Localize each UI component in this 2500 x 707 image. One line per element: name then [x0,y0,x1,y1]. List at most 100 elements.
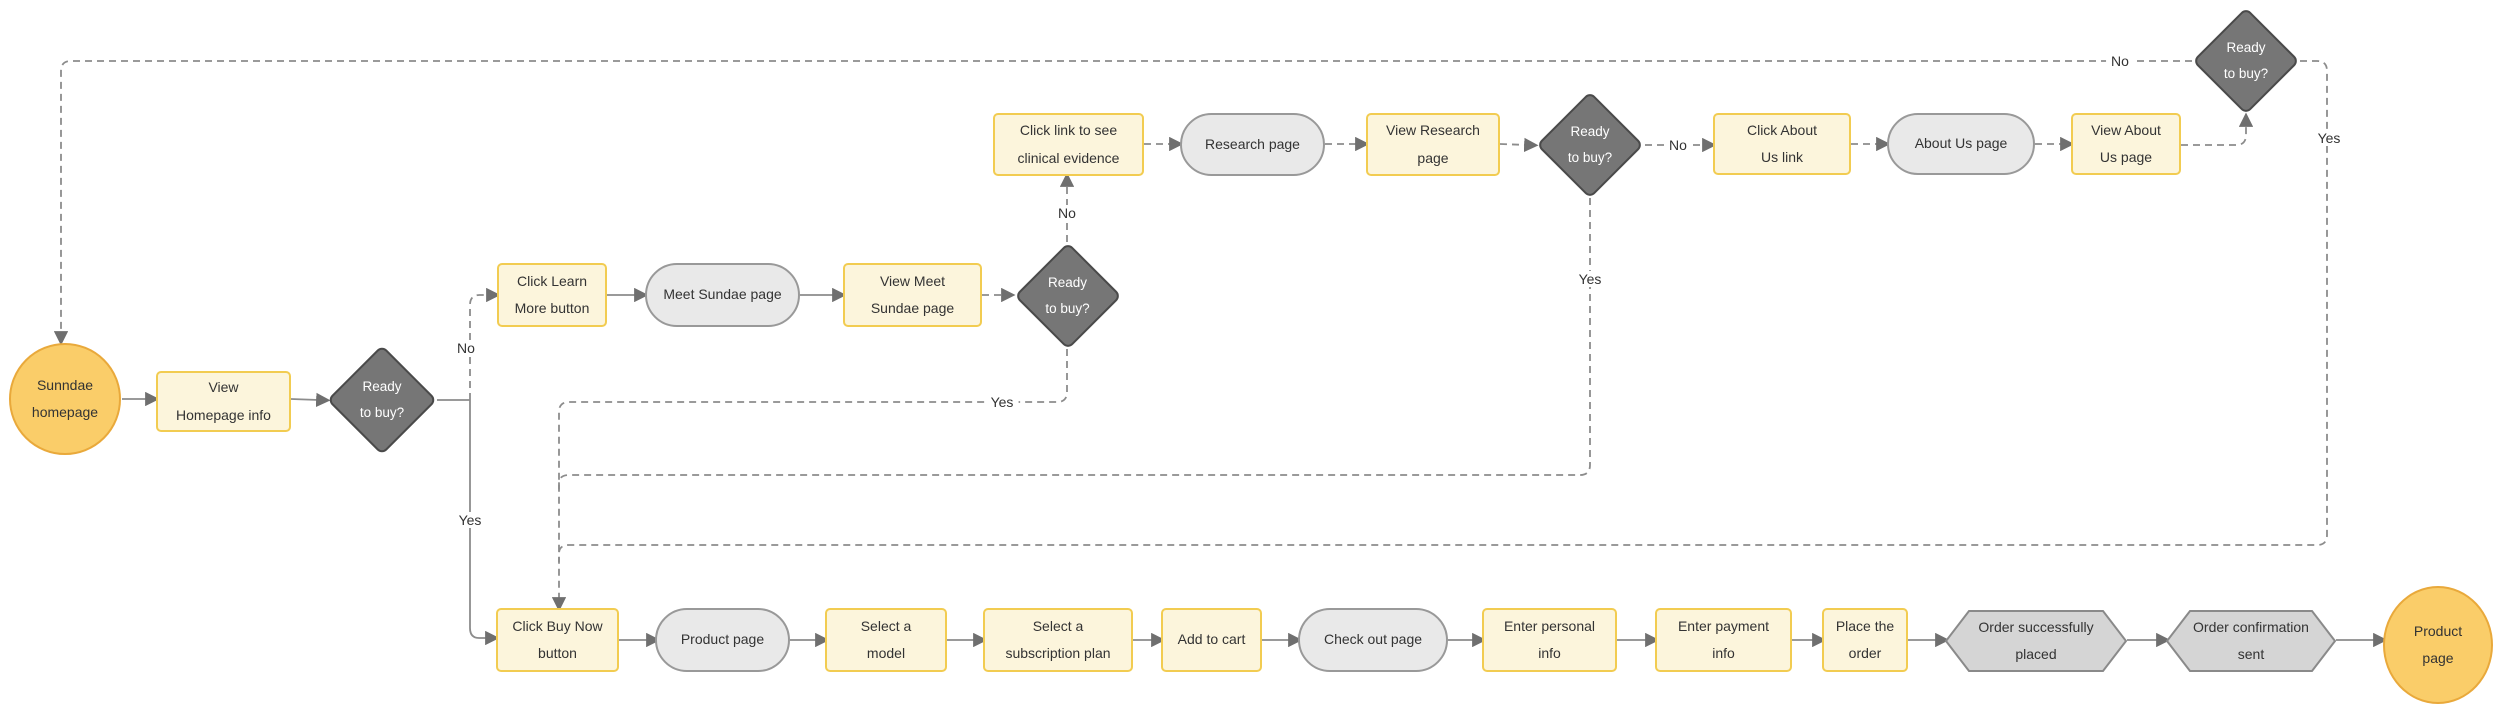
node-label-line: Select a [860,617,912,634]
node-label-line: clinical evidence [1017,149,1120,166]
node-label: Select a model [827,613,945,668]
node-label: Add to cart [1163,626,1260,653]
node-sunndae-homepage-start: Sunndae homepage [9,343,121,455]
node-label: Ready to buy? [1535,119,1645,170]
node-label-line: to buy? [1567,150,1613,165]
node-enter-personal-info: Enter personal info [1482,608,1617,672]
node-label-line: Click Learn [516,272,588,289]
node-label-line: info [1712,645,1735,661]
node-research-page: Research page [1180,113,1325,176]
node-label: Click Buy Now button [498,613,617,668]
node-label-line: homepage [31,404,99,420]
node-label: View About Us page [2073,117,2179,172]
edge-ready1-yes-to-buy-now [469,400,500,646]
node-label-line: sent [2237,646,2265,662]
node-select-subscription-plan: Select a subscription plan [983,608,1133,672]
node-product-page: Product page [655,608,790,672]
node-label: Sunndae homepage [11,372,119,427]
node-view-research-page: View Research page [1366,113,1500,176]
node-label-line: order [1848,645,1882,661]
hexagon-shape [2166,610,2336,672]
node-label-line: button [538,645,577,661]
node-label-line: Ready [1570,124,1610,140]
edge-view-homepage-to-ready1 [290,392,331,408]
edge-label-no-ready2-no-to-clinical: No [1053,205,1081,221]
node-label: Research page [1182,131,1323,158]
node-label-line: page [1417,149,1449,166]
node-label-line: Order successfully [1978,618,2094,635]
edge-label-yes-ready4-yes-to-buy-now: Yes [2312,130,2346,146]
edge-label-no-ready4-no-to-start: No [2106,53,2134,69]
edge-view-research-to-ready3 [1499,137,1539,153]
node-add-to-cart: Add to cart [1161,608,1262,672]
node-label-line: Enter personal [1503,617,1596,634]
node-label: Check out page [1300,626,1446,653]
node-label: Enter personal info [1484,613,1615,668]
node-label-line: Sunndae [36,376,94,393]
node-meet-sundae-page: Meet Sundae page [645,263,800,327]
edge-label-no-ready1-no-to-learn-more: No [452,340,480,356]
node-label: Order successfully placed [1945,614,2127,669]
node-label-line: Enter payment [1677,617,1770,634]
node-product-page-end: Product page [2383,586,2493,704]
node-label-line: Place the [1835,617,1895,634]
node-label-line: to buy? [1045,300,1090,316]
node-label-line: Us link [1760,149,1803,165]
edge-label-yes-ready1-yes-to-buy-now: Yes [453,512,487,528]
edge-label-no-ready3-no-to-about-link: No [1664,137,1692,153]
node-label-line: Homepage info [176,406,271,423]
node-label-line: Check out page [1323,631,1423,648]
node-label-line: info [1538,645,1561,661]
edge-view-about-to-ready4 [2181,112,2254,146]
node-label-line: to buy? [359,405,405,420]
node-label: Select a subscription plan [985,613,1131,668]
node-select-a-model: Select a model [825,608,947,672]
node-label-line: View About [2091,121,2161,138]
node-label-line: model [866,645,906,661]
node-label: Product page [657,626,788,653]
node-about-us-page: About Us page [1887,113,2035,175]
node-label-line: More button [514,300,590,316]
node-label-line: page [2422,650,2454,666]
edge-ready2-yes-to-buy-now [551,349,1068,612]
node-click-buy-now-button: Click Buy Now button [496,608,619,672]
node-label-line: placed [2015,646,2057,662]
node-label: View Research page [1368,117,1498,172]
node-decision-ready-to-buy-2: Ready to buy? [1012,241,1123,350]
node-label-line: View Research [1386,122,1480,139]
node-label-line: Order confirmation [2193,618,2309,635]
node-label-line: Research page [1205,135,1300,152]
edge-label-yes-ready2-yes-to-buy-now: Yes [985,394,1019,410]
node-view-about-us-page: View About Us page [2071,113,2181,175]
node-click-link-clinical-evidence: Click link to see clinical evidence [993,113,1144,176]
node-label: Place the order [1824,613,1906,668]
node-label-line: Click Buy Now [512,617,603,634]
node-label-line: Us page [2099,149,2153,165]
node-label-line: subscription plan [1005,645,1111,661]
node-label: Ready to buy? [1012,270,1123,321]
node-label-line: About Us page [1914,135,2008,152]
edge-ready1-no-to-learn-more [469,287,501,400]
node-label: Enter payment info [1657,613,1790,668]
node-label-line: Ready [1047,274,1088,290]
node-label: Order confirmation sent [2166,614,2336,669]
node-order-confirmation-sent: Order confirmation sent [2166,610,2336,672]
node-label-line: Select a [1032,617,1084,634]
node-label-line: Meet Sundae page [663,286,782,303]
edge-ready4-no-to-start [53,60,2192,346]
node-label-line: Click link to see [1019,122,1118,139]
node-label-line: Ready [2226,40,2266,56]
node-label-line: Product [2413,622,2463,639]
